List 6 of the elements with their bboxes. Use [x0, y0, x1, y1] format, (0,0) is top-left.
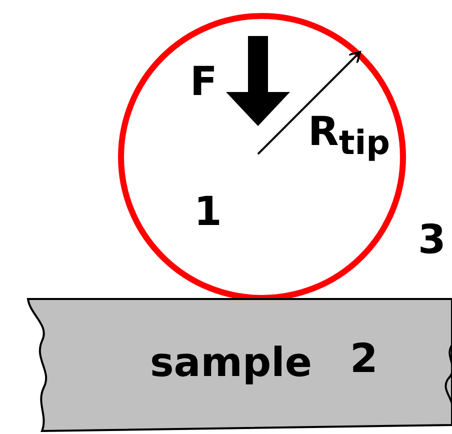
- radius-label: R$_{tip}$: [308, 112, 390, 160]
- region-number: 2: [350, 339, 378, 379]
- force-label: F: [190, 62, 218, 102]
- region-number: 3: [418, 220, 446, 260]
- region-number: 1: [194, 192, 222, 232]
- sample-label: sample: [150, 343, 312, 383]
